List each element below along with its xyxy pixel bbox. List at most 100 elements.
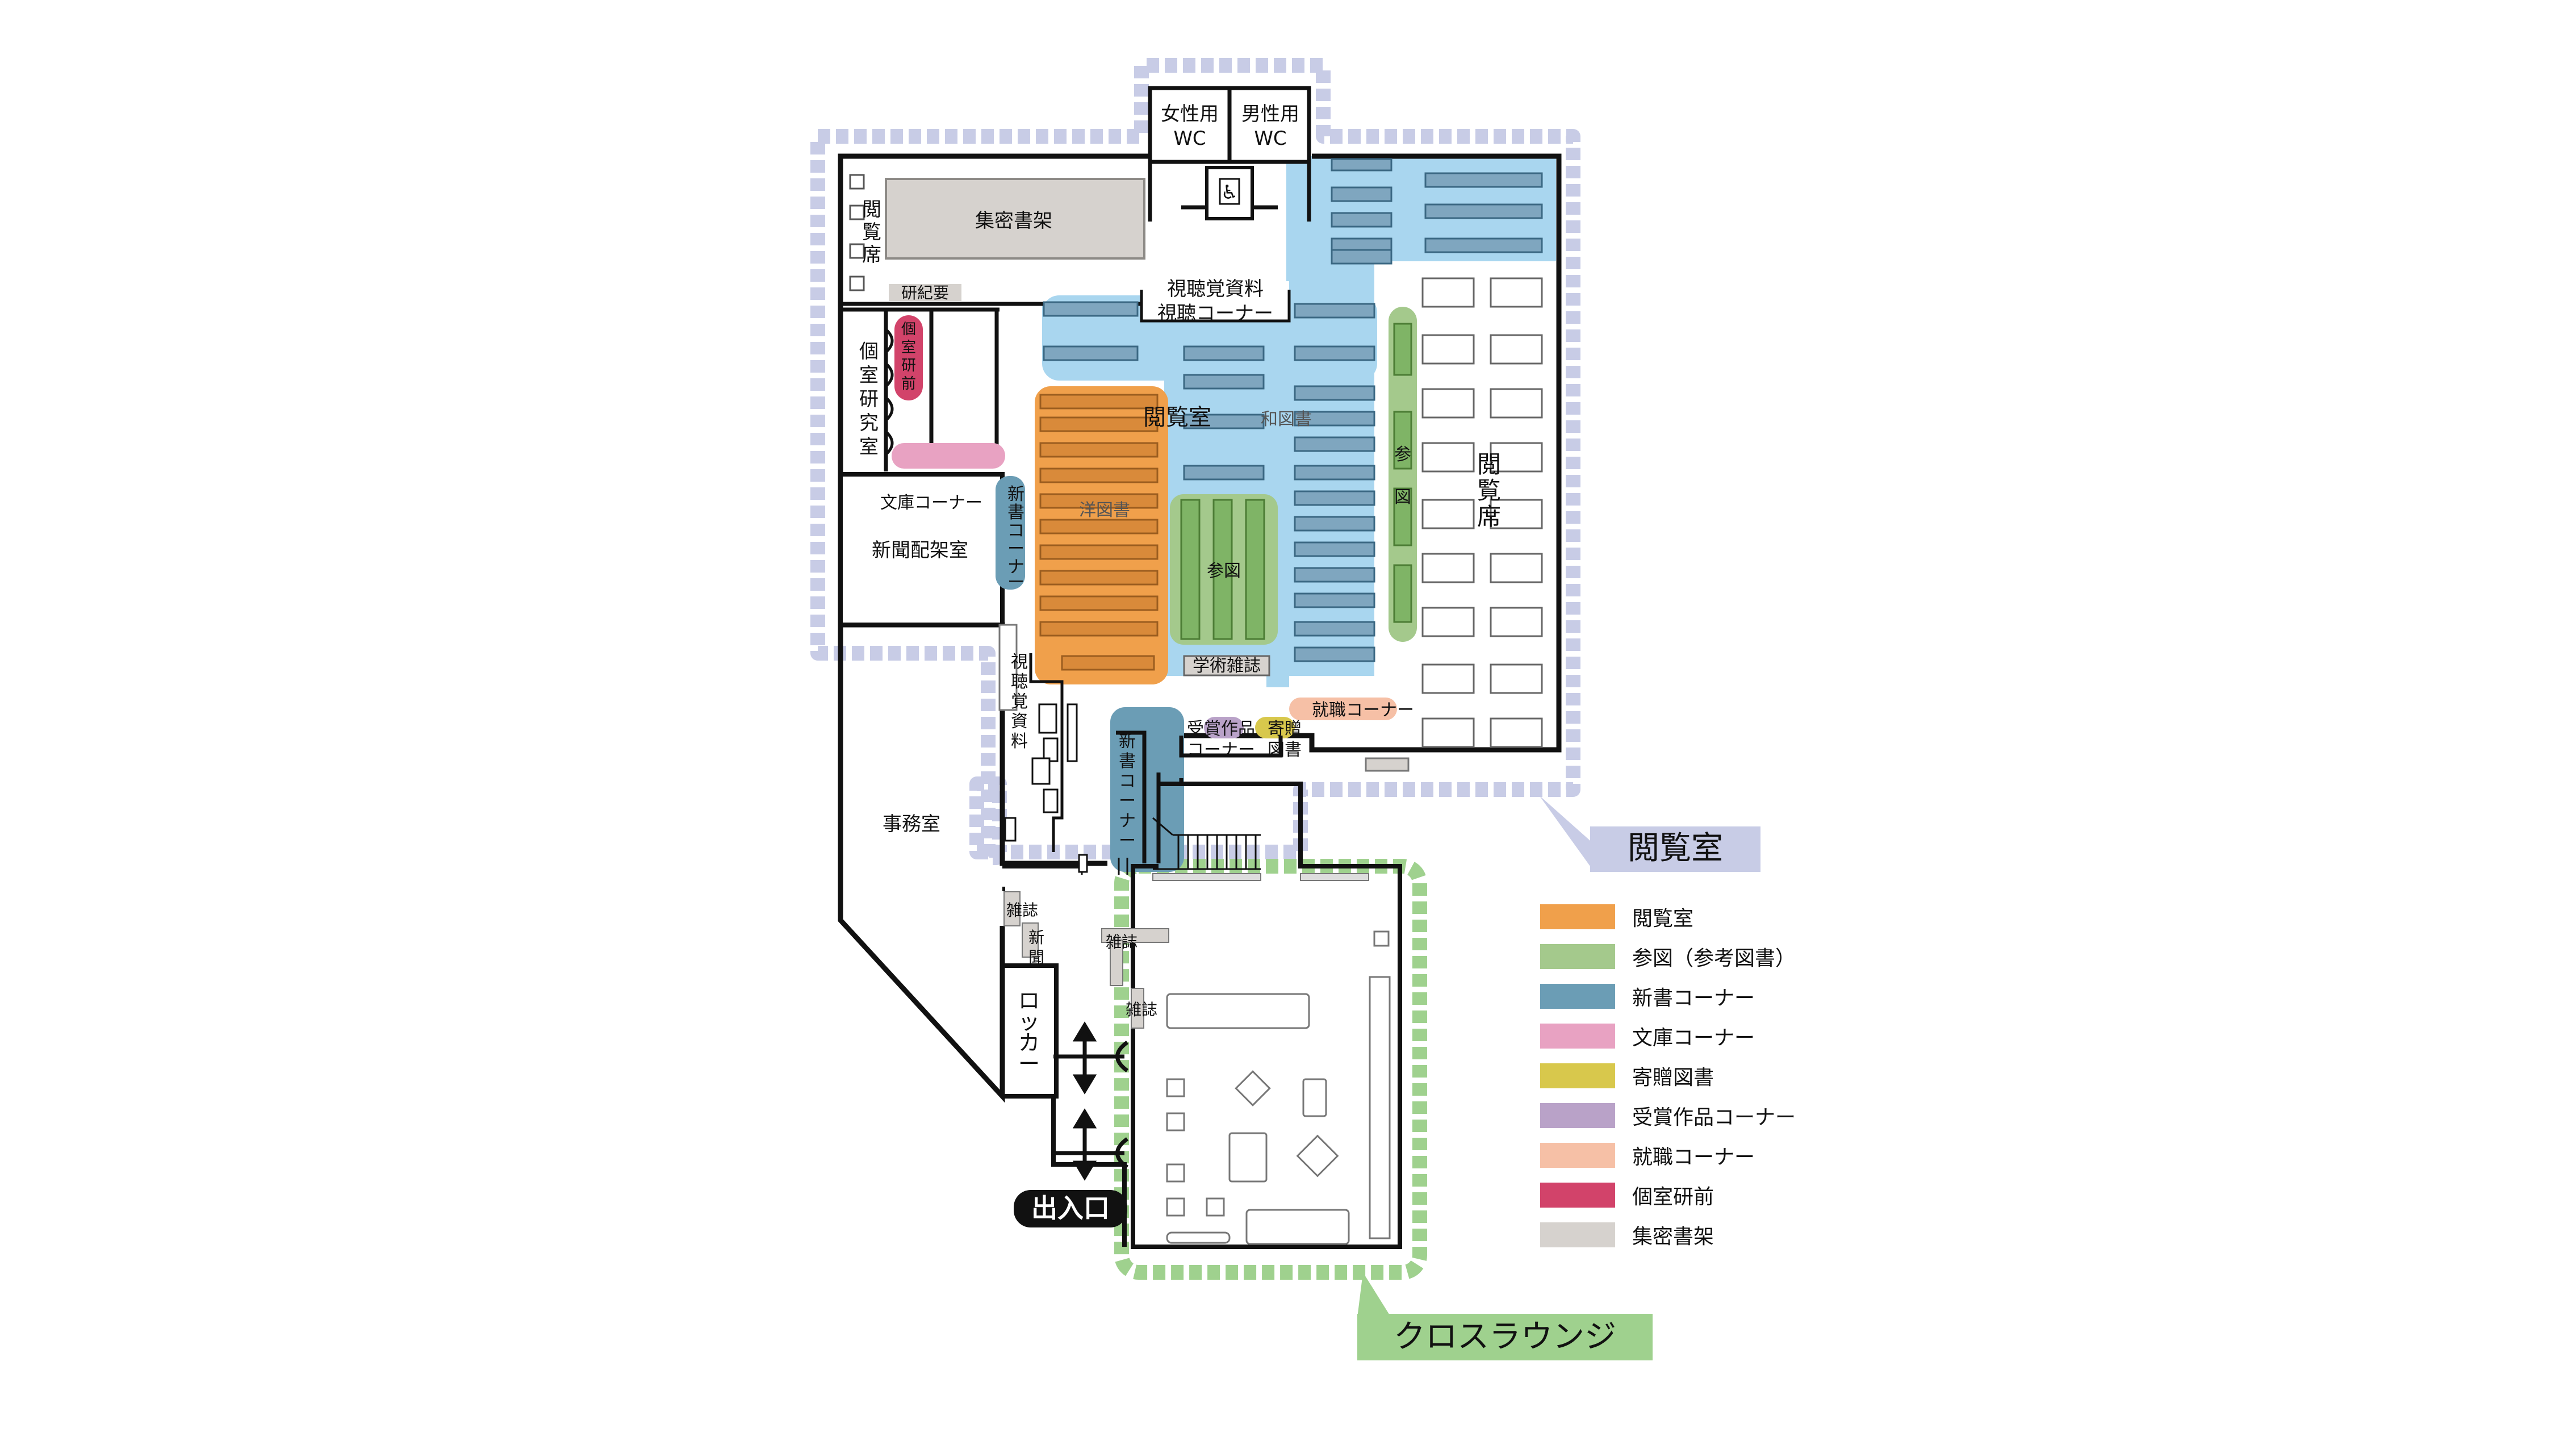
right-seats-label-3: 席	[1477, 503, 1501, 531]
private-room-label-4: 究	[859, 412, 879, 435]
private-room-label-1: 個	[859, 340, 879, 363]
donated-books-zone	[1255, 717, 1295, 738]
small-counter	[1365, 757, 1410, 772]
av-corner-box	[1141, 281, 1289, 321]
legend-item: 参図（参考図書）	[1540, 943, 1796, 970]
legend-label: 文庫コーナー	[1632, 1026, 1755, 1050]
av-materials-label-2: 聴	[1011, 672, 1028, 692]
magazine-1-label: 雑誌	[1006, 901, 1038, 920]
locker-label-4: ー	[1018, 1051, 1040, 1076]
legend-item: 寄贈図書	[1540, 1062, 1714, 1089]
cross-lounge-zone-border	[1114, 859, 1427, 1280]
legend-swatch	[1540, 944, 1615, 969]
shinsho2-label-2: 書	[1119, 751, 1136, 771]
western-books-label: 洋図書	[1079, 500, 1130, 520]
donated-label-1: 寄贈	[1268, 719, 1302, 739]
right-reading-seats	[1421, 277, 1543, 748]
stair-landing-2	[1300, 873, 1369, 881]
legend-item: 集密書架	[1540, 1221, 1714, 1248]
stairs	[1152, 817, 1261, 870]
seat	[849, 243, 865, 259]
donated-label-2: 図書	[1268, 740, 1302, 760]
newspaper-room-label: 新聞配架室	[872, 539, 968, 562]
av-materials-strip	[998, 624, 1018, 711]
kenkiyou-label: 研紀要	[901, 283, 949, 302]
legend-label: 個室研前	[1632, 1185, 1714, 1209]
right-seats-label-2: 覧	[1477, 477, 1501, 504]
entrance-arrows	[1072, 1021, 1097, 1181]
reading-room-callout-tail	[1539, 795, 1590, 866]
lounge-furniture	[1166, 930, 1391, 1245]
legend-swatch	[1540, 1063, 1615, 1088]
magazine-1-box	[1003, 891, 1021, 926]
private-front-label-3: 研	[901, 357, 916, 374]
reading-room-callout	[1590, 826, 1760, 872]
left-seats-label-3: 席	[862, 244, 881, 266]
legend-label: 就職コーナー	[1632, 1146, 1755, 1169]
legend-label: 参図（参考図書）	[1632, 947, 1796, 970]
corridor-walls	[1002, 864, 1127, 1247]
av-corner-label-1: 視聴覚資料	[1167, 278, 1264, 300]
private-room-label-3: 研	[859, 388, 879, 411]
shinsho-corner-2-zone	[1110, 707, 1184, 872]
av-corner-brackets	[1140, 290, 1291, 323]
kenkiyou-box	[889, 284, 961, 301]
legend-item: 閲覧室	[1540, 903, 1693, 930]
shinsho2-label-3: コ	[1119, 771, 1136, 791]
av-tables	[1004, 703, 1078, 842]
entrance-label: 出入口	[1031, 1193, 1110, 1223]
legend-swatch	[1540, 1183, 1615, 1208]
career-label: 就職コーナー	[1312, 700, 1414, 720]
reading-room-zone-border	[810, 58, 1580, 865]
entrance-doors	[1053, 1041, 1129, 1169]
seat	[849, 275, 865, 291]
private-front-label-2: 室	[901, 339, 916, 356]
legend-label: 閲覧室	[1632, 907, 1694, 930]
career-corner-zone	[1289, 698, 1397, 720]
left-seats-label-1: 閲	[862, 198, 881, 221]
newspaper-small-label-1: 新	[1028, 928, 1044, 947]
left-seats-label-2: 覧	[862, 221, 881, 244]
av-materials-label-3: 覚	[1011, 692, 1028, 712]
seat	[849, 204, 865, 220]
legend-label: 集密書架	[1632, 1225, 1714, 1248]
legend-swatch	[1540, 1024, 1615, 1049]
reference-right-zone	[1389, 307, 1417, 642]
av-room-walls	[1029, 653, 1064, 852]
legend-swatch	[1540, 1143, 1615, 1168]
shinsho2-label-5: ナ	[1119, 811, 1136, 831]
locker-label-3: カ	[1018, 1030, 1040, 1055]
legend-swatch	[1540, 1103, 1615, 1128]
private-front-label-1: 個	[901, 321, 916, 338]
reference-right-label-2: 図	[1394, 487, 1411, 507]
shinsho-corner-1-zone	[996, 476, 1025, 590]
reference-right-label-1: 参	[1394, 445, 1411, 465]
wc-walls	[1148, 162, 1311, 222]
shinsho1-label-6: ー	[1007, 573, 1024, 592]
academic-journals-label: 学術雑誌	[1193, 656, 1261, 676]
reading-room-inner-label: 閲覧室	[1143, 404, 1211, 431]
award-label-2: コーナー	[1187, 740, 1255, 760]
reading-room-callout-label: 閲覧室	[1628, 830, 1723, 867]
cross-lounge-callout-label: クロスラウンジ	[1394, 1318, 1616, 1355]
legend-item: 受賞作品コーナー	[1540, 1102, 1796, 1129]
academic-journals-box	[1183, 655, 1270, 677]
shinsho1-label-5: ナ	[1007, 557, 1024, 577]
legend-item: 就職コーナー	[1540, 1142, 1755, 1169]
shinsho2-label-4: ー	[1119, 791, 1136, 811]
legend-label: 寄贈図書	[1632, 1066, 1714, 1089]
shinsho1-label-1: 新	[1007, 485, 1024, 504]
private-room-label-2: 室	[859, 364, 879, 387]
newspaper-small-box	[1022, 922, 1039, 958]
magazine-3-label: 雑誌	[1126, 1000, 1157, 1019]
japanese-books-label: 和図書	[1261, 410, 1312, 429]
legend-swatch	[1540, 904, 1615, 929]
lower-walls	[1116, 730, 1283, 863]
magazine-2-label: 雑誌	[1106, 933, 1138, 951]
legend-swatch	[1540, 984, 1615, 1009]
wheelchair-icon: ♿	[1221, 181, 1238, 204]
private-room-doors	[885, 328, 894, 456]
private-front-label-4: 前	[901, 375, 916, 392]
legend-item: 新書コーナー	[1540, 983, 1755, 1010]
